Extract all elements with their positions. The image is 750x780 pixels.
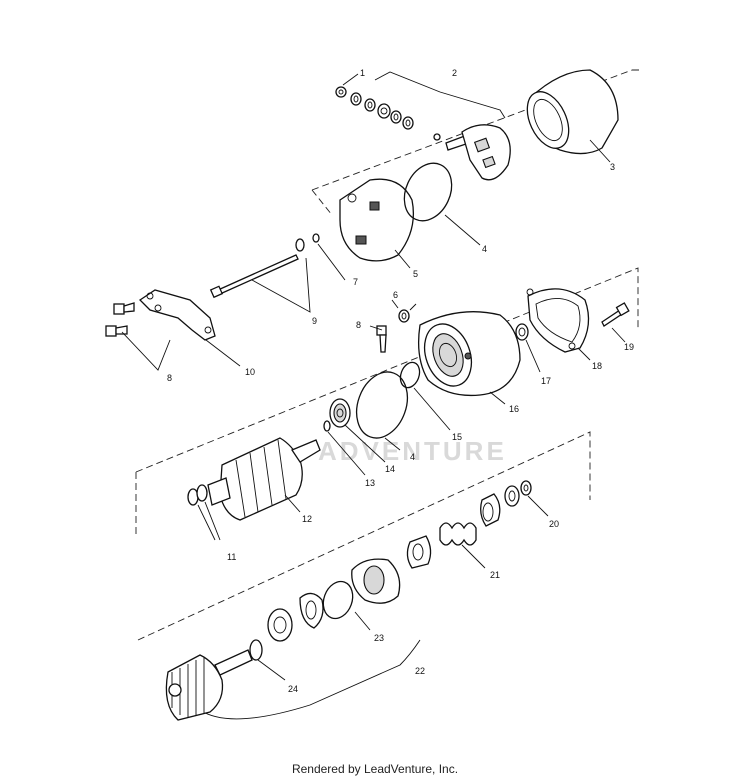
callout-1: 1	[360, 68, 365, 78]
callout-16: 16	[509, 404, 519, 414]
part-9-through-bolts	[209, 238, 311, 313]
callout-14: 14	[385, 464, 395, 474]
callout-15: 15	[452, 432, 462, 442]
callout-12: 12	[302, 514, 312, 524]
part-15-o-ring	[399, 361, 421, 389]
part-6-washer	[391, 299, 417, 323]
leader-23	[354, 611, 371, 631]
part-2-brush-holder	[433, 124, 511, 181]
leader-14	[344, 424, 386, 463]
callout-22: 22	[415, 666, 425, 676]
footer-credit: Rendered by LeadVenture, Inc.	[291, 762, 459, 776]
leader-5	[394, 249, 411, 269]
bracket-22	[199, 639, 421, 720]
callout-labels: 1 2 3 4 5 6 7 8 9 10 8 11 12 13 14 15 4 …	[167, 68, 634, 694]
leader-24	[257, 659, 286, 681]
leader-3	[589, 139, 611, 163]
part-3-yoke-housing	[526, 69, 619, 155]
part-17-washer	[515, 323, 529, 341]
callout-20: 20	[549, 519, 559, 529]
part-8-bolts-left	[105, 302, 171, 371]
leader-18	[577, 347, 591, 361]
callout-10: 10	[245, 367, 255, 377]
part-14-bearing	[329, 398, 351, 428]
leader-17	[525, 339, 541, 373]
part-13-washer	[323, 420, 331, 432]
leader-1	[342, 73, 359, 86]
part-18-gasket	[526, 288, 590, 353]
callout-6: 6	[393, 290, 398, 300]
leader-10	[205, 339, 241, 367]
part-5-end-cover	[339, 178, 415, 262]
callout-9: 9	[312, 316, 317, 326]
part-7-small-o-ring	[312, 233, 320, 243]
leader-13	[327, 431, 366, 476]
leader-19	[611, 327, 626, 343]
part-20-washers	[504, 480, 532, 507]
leader-21	[461, 544, 486, 569]
watermark: ADVENTURE	[318, 436, 507, 466]
leader-4-upper	[444, 214, 481, 246]
part-23-pinion-gear	[267, 558, 401, 642]
part-16-front-housing	[417, 311, 521, 397]
part-19-bolt	[601, 302, 630, 327]
callout-2: 2	[452, 68, 457, 78]
part-24-clip	[249, 639, 263, 661]
section-outlines	[135, 69, 640, 641]
leader-20	[527, 495, 549, 517]
callout-21: 21	[490, 570, 500, 580]
part-4-o-ring-lower	[355, 371, 409, 439]
part-11-washers	[187, 484, 221, 541]
leader-4-lower	[384, 437, 401, 451]
leader-16	[489, 391, 506, 405]
callout-17: 17	[541, 376, 551, 386]
callout-4-lower: 4	[410, 452, 415, 462]
callout-8-left: 8	[167, 373, 172, 383]
callout-7: 7	[353, 277, 358, 287]
leader-15	[413, 387, 451, 431]
callout-23: 23	[374, 633, 384, 643]
part-10-bracket	[138, 289, 216, 341]
part-4-o-ring-upper	[403, 162, 453, 222]
leader-12	[284, 494, 301, 513]
callout-3: 3	[610, 162, 615, 172]
watermark-text: ADVENTURE	[318, 436, 507, 466]
part-12-armature	[207, 437, 321, 521]
callout-13: 13	[365, 478, 375, 488]
leader-7	[317, 243, 346, 281]
callout-4-upper: 4	[482, 244, 487, 254]
callout-11: 11	[227, 552, 236, 562]
callout-18: 18	[592, 361, 602, 371]
callout-24: 24	[288, 684, 298, 694]
part-8-bolt-mid	[369, 325, 387, 353]
part-21-clutch-parts	[406, 493, 501, 569]
bracket-2	[374, 71, 506, 119]
part-1-nuts-washers	[335, 86, 414, 130]
exploded-parts-diagram: ADVENTURE	[105, 68, 640, 721]
callout-5: 5	[413, 269, 418, 279]
part-22-drive-shaft	[165, 649, 253, 721]
callout-19: 19	[624, 342, 634, 352]
callout-8-mid: 8	[356, 320, 361, 330]
